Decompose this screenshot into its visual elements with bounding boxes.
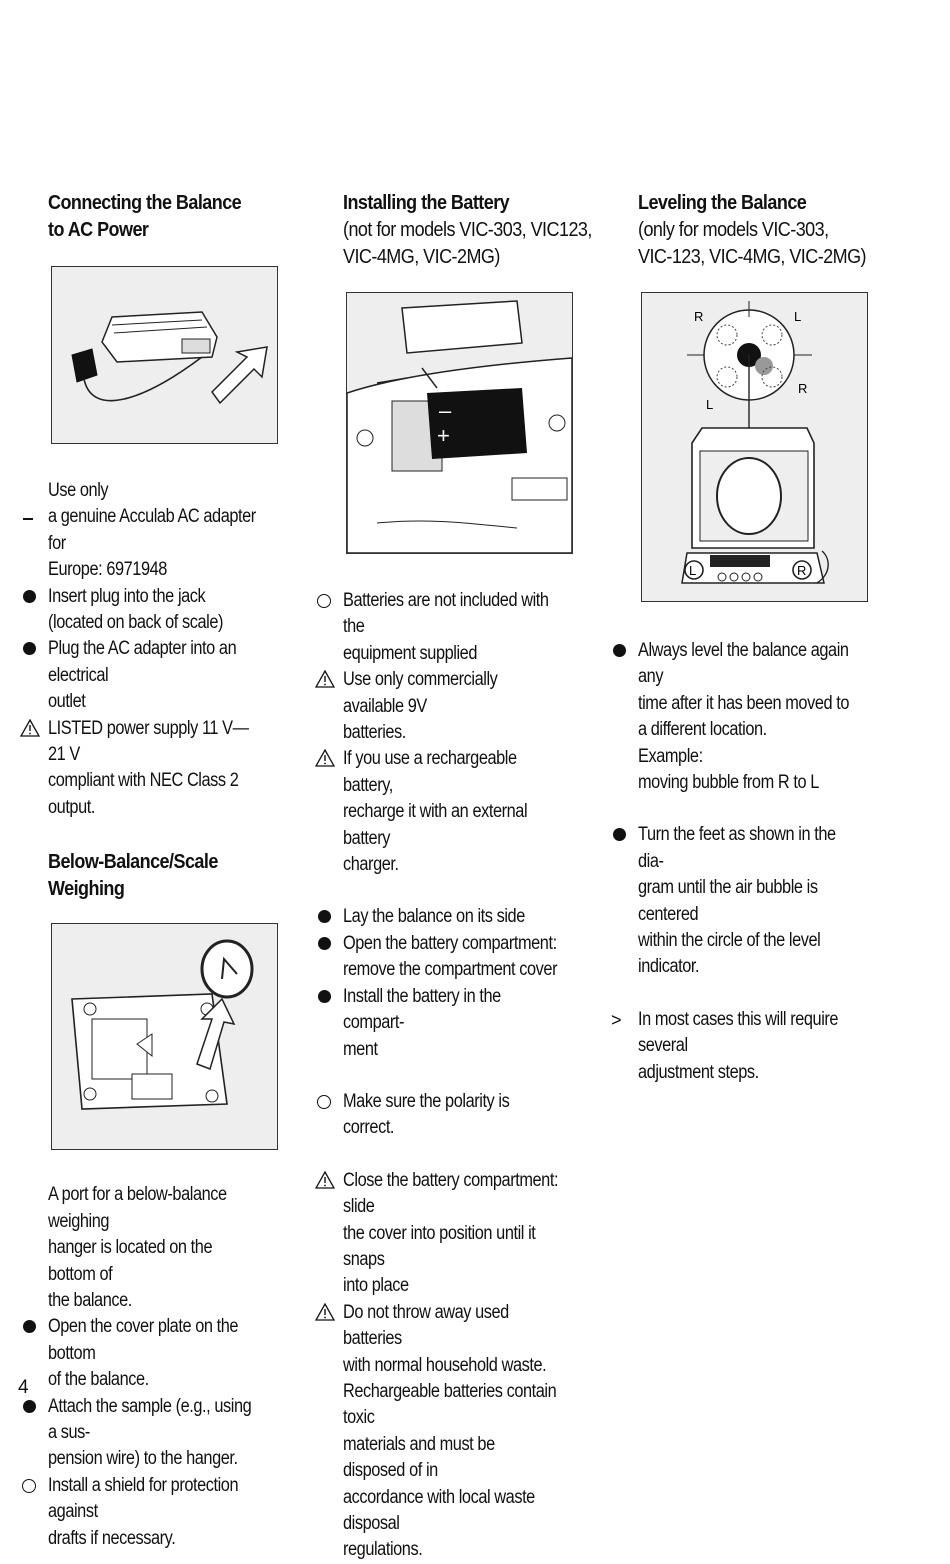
below-balance-instructions: A port for a below-balance weighing hang… (20, 1182, 295, 1552)
hollow-bullet (317, 1094, 331, 1109)
section-heading-battery: Installing the Battery (not for models V… (343, 192, 592, 268)
list-item: Always level the balance again any time … (610, 638, 900, 796)
battery-illustration: – + (346, 292, 573, 554)
filled-bullet (23, 1320, 36, 1334)
list-item: Open the battery compartment: remove the… (315, 931, 595, 984)
filled-bullet (23, 1399, 36, 1413)
warning-icon (20, 718, 40, 737)
list-item: Use only commercially available 9V batte… (315, 667, 595, 746)
list-item: A port for a below-balance weighing hang… (48, 1184, 227, 1311)
ac-adapter-illustration (51, 266, 278, 444)
list-item: Install the battery in the compart- ment (315, 984, 595, 1063)
hollow-bullet (317, 594, 331, 608)
svg-text:L: L (706, 397, 713, 412)
warning-icon (315, 1302, 335, 1321)
svg-text:–: – (439, 398, 452, 423)
list-item: Attach the sample (e.g., using a sus- pe… (20, 1394, 295, 1473)
filled-bullet (23, 642, 36, 656)
list-item: Plug the AC adapter into an electrical o… (20, 636, 295, 715)
warning-icon (315, 749, 335, 768)
svg-text:L: L (794, 309, 801, 324)
list-item: If you use a rechargeable battery, recha… (315, 746, 595, 878)
svg-text:R: R (798, 381, 807, 396)
svg-text:R: R (694, 309, 703, 324)
list-item: Batteries are not included with the equi… (315, 588, 595, 667)
section-heading-below-balance: Below-Balance/Scale Weighing (48, 851, 218, 901)
column-leveling: Leveling the Balance (only for models VI… (610, 190, 900, 1086)
svg-text:+: + (437, 423, 450, 448)
filled-bullet (613, 828, 626, 842)
list-item: Open the cover plate on the bottom of th… (20, 1314, 295, 1393)
list-item: LISTED power supply 11 V—21 V compliant … (20, 716, 295, 822)
dash-bullet (23, 518, 33, 520)
list-item: Close the battery compartment: slide the… (315, 1168, 595, 1300)
list-item: Do not throw away used batteries with no… (315, 1300, 595, 1564)
list-item: Lay the balance on its side (315, 904, 595, 930)
svg-text:R: R (797, 563, 806, 578)
filled-bullet (613, 644, 626, 657)
leveling-illustration: R L L R L R (641, 292, 868, 602)
battery-notes: Batteries are not included with the equi… (315, 588, 595, 1564)
ac-power-instructions: Use only a genuine Acculab AC adapter fo… (20, 478, 295, 821)
list-item: Install a shield for protection against … (20, 1473, 295, 1552)
warning-icon (315, 1170, 335, 1189)
svg-text:L: L (689, 563, 696, 578)
section-heading-leveling: Leveling the Balance (only for models VI… (638, 192, 867, 268)
column-ac-power: Connecting the Balance to AC Power Use o… (20, 190, 295, 1552)
filled-bullet (23, 589, 36, 603)
below-balance-illustration (51, 923, 278, 1151)
list-item: a genuine Acculab AC adapter for Europe:… (20, 504, 295, 583)
result-arrow-marker: > (611, 1009, 622, 1030)
column-battery: Installing the Battery (not for models V… (315, 190, 595, 1564)
list-item: Insert plug into the jack (located on ba… (20, 584, 295, 637)
list-item: Turn the feet as shown in the dia- gram … (610, 822, 900, 980)
list-item: >In most cases this will require several… (611, 1008, 839, 1083)
list-item: Use only (48, 480, 109, 501)
list-item: Make sure the polarity is correct. (315, 1089, 595, 1142)
page-number: 4 (18, 1377, 29, 1398)
filled-bullet (318, 989, 331, 1003)
section-heading-ac-power: Connecting the Balance to AC Power (48, 192, 242, 241)
leveling-instructions: Always level the balance again any time … (610, 638, 900, 1086)
filled-bullet (318, 910, 331, 924)
warning-icon (315, 670, 335, 688)
filled-bullet (318, 936, 331, 950)
hollow-bullet (22, 1478, 36, 1493)
